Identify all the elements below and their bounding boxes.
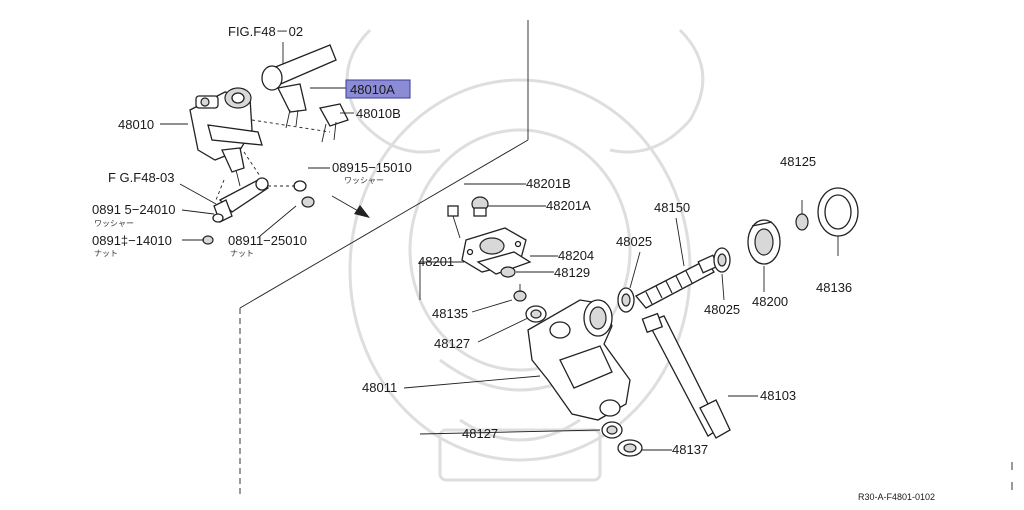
label-08915-15010-sub: ワッシャー bbox=[344, 176, 384, 185]
label-48125[interactable]: 48125 bbox=[780, 154, 816, 169]
highlight-box bbox=[345, 79, 411, 99]
label-48201A[interactable]: 48201A bbox=[546, 198, 591, 213]
left-leader-lines bbox=[160, 42, 354, 241]
left-connector-lines bbox=[215, 119, 331, 201]
bearing-48025-left bbox=[617, 287, 635, 313]
label-08915-15010[interactable]: 08915−15010 bbox=[332, 160, 412, 175]
label-48135[interactable]: 48135 bbox=[432, 306, 468, 321]
label-48137[interactable]: 48137 bbox=[672, 442, 708, 457]
label-48150[interactable]: 48150 bbox=[654, 200, 690, 215]
label-48010A[interactable]: 48010A bbox=[350, 82, 395, 97]
plug-48201A bbox=[471, 196, 489, 217]
screw-48135 bbox=[513, 284, 527, 302]
bearing-48127-top bbox=[525, 305, 547, 323]
bearing-48127-bottom bbox=[601, 421, 623, 439]
gasket-48204 bbox=[476, 251, 532, 275]
label-48010A-highlight[interactable]: 48010A bbox=[345, 79, 411, 99]
label-48127-bottom[interactable]: 48127 bbox=[462, 426, 498, 441]
label-08911-14010[interactable]: 0891‡−14010 bbox=[92, 233, 172, 248]
label-48011[interactable]: 48011 bbox=[362, 380, 397, 395]
right-leader-lines bbox=[403, 183, 765, 451]
label-48103[interactable]: 48103 bbox=[760, 388, 796, 403]
lock-nut-48136 bbox=[817, 187, 859, 256]
adjusting-plug-48200 bbox=[747, 219, 781, 265]
gear-housing-48011 bbox=[527, 299, 631, 421]
pitman-arm bbox=[202, 177, 315, 245]
nut-48129 bbox=[500, 266, 516, 278]
label-08911-25010-sub: ナット bbox=[230, 249, 254, 258]
direction-arrow bbox=[331, 195, 370, 218]
label-08911-25010[interactable]: 08911−25010 bbox=[228, 233, 307, 248]
worm-shaft-48150 bbox=[634, 217, 719, 309]
label-fig-f48-02[interactable]: FIG.F48－02 bbox=[228, 24, 303, 39]
label-48025-bottom[interactable]: 48025 bbox=[704, 302, 740, 317]
steering-gear-assembly-48010 bbox=[189, 87, 263, 187]
label-08911-14010-sub: ナット bbox=[94, 249, 118, 258]
label-48201B[interactable]: 48201B bbox=[526, 176, 571, 191]
label-48200[interactable]: 48200 bbox=[752, 294, 788, 309]
label-48201[interactable]: 48201 bbox=[418, 254, 454, 269]
sector-shaft-48103 bbox=[641, 312, 731, 439]
bolt-48201B bbox=[447, 205, 461, 239]
seal-48137 bbox=[617, 439, 643, 457]
boundary-lines bbox=[239, 20, 529, 495]
label-08915-24010-sub: ワッシャー bbox=[94, 219, 134, 228]
label-48025-top[interactable]: 48025 bbox=[616, 234, 652, 249]
label-fig-f48-03[interactable]: F G.F48-03 bbox=[108, 170, 174, 185]
label-48129[interactable]: 48129 bbox=[554, 265, 590, 280]
label-48127-top[interactable]: 48127 bbox=[434, 336, 470, 351]
label-48204[interactable]: 48204 bbox=[558, 248, 594, 263]
label-48010[interactable]: 48010 bbox=[118, 117, 154, 132]
coupling-48010A bbox=[261, 44, 337, 129]
diagram-code: R30-A-F4801-0102 bbox=[858, 492, 935, 502]
label-08915-24010[interactable]: 0891 5−24010 bbox=[92, 202, 176, 217]
washer-48125 bbox=[795, 200, 809, 231]
bracket-48010B bbox=[318, 103, 349, 143]
label-48136[interactable]: 48136 bbox=[816, 280, 852, 295]
label-48010B[interactable]: 48010B bbox=[356, 106, 401, 121]
bearing-48025-right bbox=[713, 247, 731, 273]
